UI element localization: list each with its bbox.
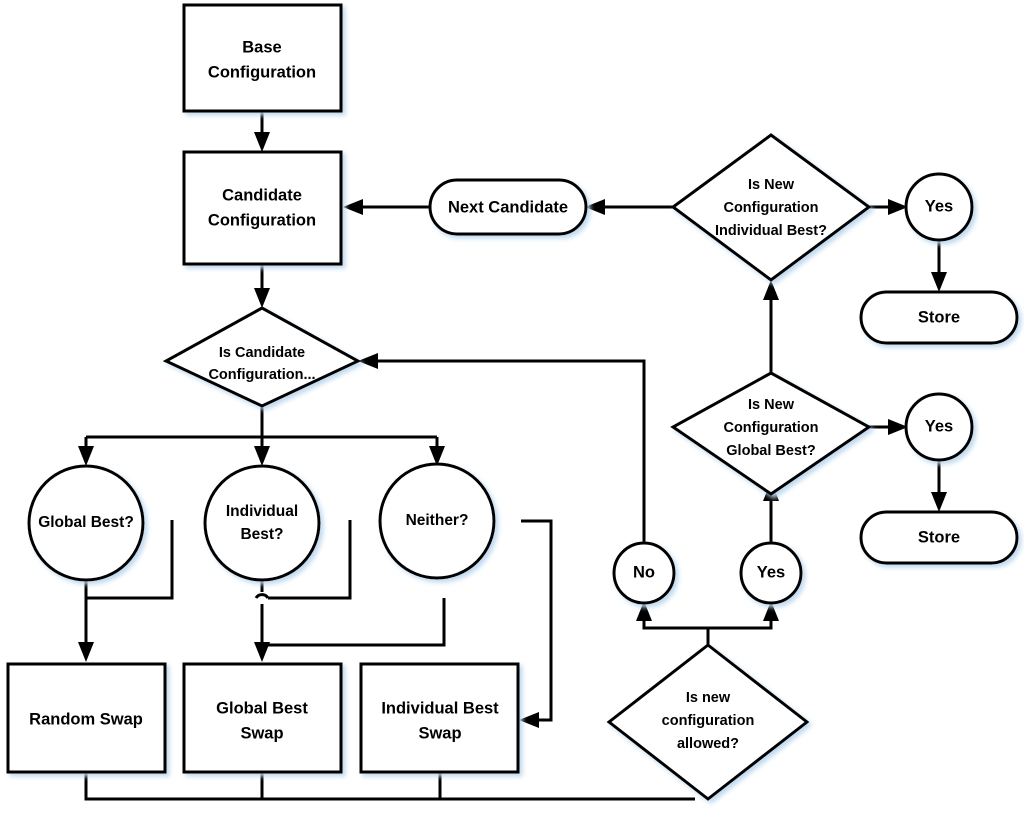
edge-base-to-candidate [254,111,270,152]
node-neither-question[interactable]: Neither? [378,462,496,580]
edge-allowedno-to-iscandidate [358,353,646,545]
node-is-new-configuration-individual-best[interactable]: Is New Configuration Individual Best? [670,133,872,282]
connector-layer [78,111,947,801]
node-individual-best-yes[interactable]: Yes [904,172,974,242]
node-random-swap[interactable]: Random Swap [6,662,167,774]
edge-yes-to-store-global [931,460,947,512]
edge-individualbest-left-bus [86,520,174,600]
edge-candidate-to-iscandidate [254,264,270,308]
node-base-configuration[interactable]: Base Configuration [182,3,343,113]
edge-neither-to-individualbestswap [519,519,553,728]
node-store-global[interactable]: Store [859,510,1019,565]
node-store-individual[interactable]: Store [859,290,1019,345]
edge-globalbestdiamond-to-yes [869,419,908,435]
edge-neither-left-bus [262,520,446,647]
edge-iscandidate-to-circles [78,406,445,466]
node-next-candidate[interactable]: Next Candidate [428,178,588,236]
edge-yes-to-store-individual [931,240,947,292]
edge-nextcandidate-to-candidate [343,199,430,215]
edge-swaps-to-allowed [84,772,716,801]
node-individual-best-swap[interactable]: Individual Best Swap [359,662,520,774]
node-allowed-yes[interactable]: Yes [739,541,803,605]
edge-individualbestdiamond-to-yes [869,199,908,215]
edge-globalbest-to-randomswap [78,580,94,662]
node-global-best-question[interactable]: Global Best? [27,464,145,582]
node-candidate-configuration[interactable]: Candidate Configuration [182,150,343,266]
edge-allowed-to-no-yes [636,601,779,645]
edge-individualbest-to-globalbestswap [254,580,270,662]
node-layer: Base Configuration Candidate Configurati… [6,3,1019,801]
node-allowed-no[interactable]: No [612,541,676,605]
node-global-best-yes[interactable]: Yes [904,392,974,462]
node-individual-best-question[interactable]: Individual Best? [203,464,321,582]
edge-globalbestdiamond-to-individualbestdiamond [763,280,779,373]
node-global-best-swap[interactable]: Global Best Swap [182,662,343,774]
node-is-candidate-configuration[interactable]: Is Candidate Configuration... [162,306,362,408]
edge-individualbestdiamond-to-nextcandidate [585,199,673,215]
node-is-new-configuration-global-best[interactable]: Is New Configuration Global Best? [670,371,872,496]
node-is-new-configuration-allowed[interactable]: Is new configuration allowed? [606,643,810,801]
